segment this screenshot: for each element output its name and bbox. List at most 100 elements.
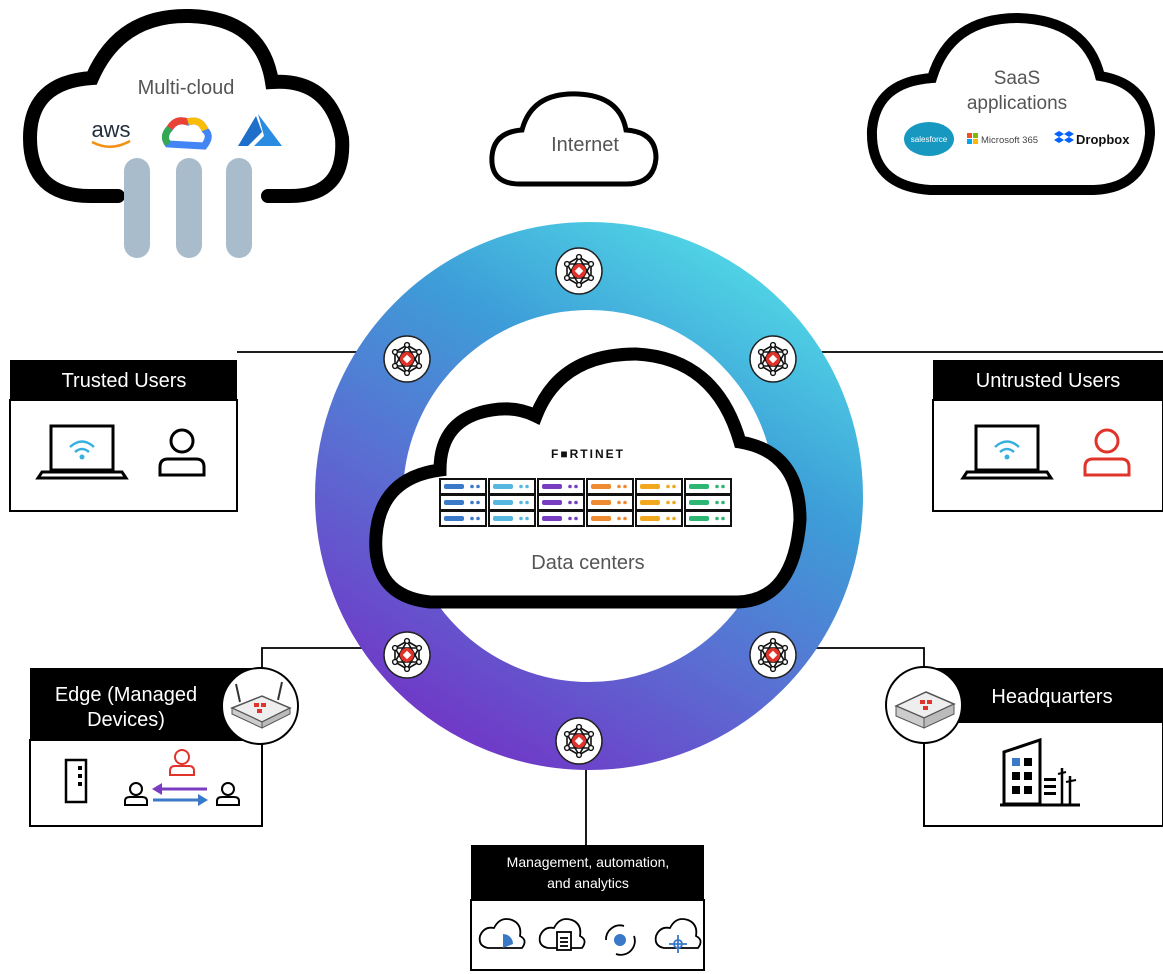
internet-cloud: Internet (489, 91, 659, 187)
router-icon (221, 667, 299, 745)
server-unit-led (715, 500, 719, 505)
dropbox-logo-icon: Dropbox (1054, 131, 1130, 147)
server-unit-led (715, 516, 719, 521)
server-unit-led (666, 500, 670, 505)
connector-lines (237, 351, 1163, 845)
server-unit-led (568, 516, 572, 521)
aws-logo-icon: aws (91, 117, 131, 148)
server-unit-led (519, 500, 523, 505)
server-unit-led (721, 484, 725, 489)
saas-cloud: SaaS applications salesforce Microsoft 3… (866, 12, 1156, 195)
salesforce-logo-icon: salesforce (904, 122, 954, 156)
saas-label-line1: SaaS (994, 68, 1040, 89)
server-rack (439, 478, 732, 527)
internet-label: Internet (551, 134, 619, 156)
cloud-pillar (176, 158, 202, 258)
security-fabric-icon (749, 335, 797, 383)
cloud-document-icon (538, 918, 586, 951)
user-icon (216, 782, 240, 806)
server-unit-indicator (640, 484, 660, 489)
cloud-pillar (226, 158, 252, 258)
server-unit-led (721, 500, 725, 505)
security-fabric-icon (383, 335, 431, 383)
server-unit-indicator (493, 500, 513, 505)
server-unit-led (666, 516, 670, 521)
cloud-pillar (124, 158, 150, 258)
server-unit-led (574, 484, 578, 489)
management-panel: Management, automation, and analytics (470, 845, 705, 971)
server-unit-led (672, 516, 676, 521)
google-cloud-logo-icon (161, 117, 212, 150)
multi-cloud-label: Multi-cloud (138, 77, 235, 99)
edge-title-line2: Devices) (87, 709, 165, 731)
server-unit-led (617, 484, 621, 489)
server-unit-led (574, 500, 578, 505)
cloud-analytics-icon (478, 918, 526, 949)
server-unit-led (476, 484, 480, 489)
security-fabric-icon (555, 247, 603, 295)
server-unit-led (623, 516, 627, 521)
edge-panel: Edge (Managed Devices) (29, 667, 299, 827)
svg-text:Dropbox: Dropbox (1076, 132, 1130, 147)
server-unit-indicator (542, 500, 562, 505)
data-centers-label: Data centers (531, 552, 644, 574)
svg-text:Microsoft 365: Microsoft 365 (981, 135, 1038, 146)
data-center-cloud: F■RTINET Data centers (369, 347, 807, 609)
svg-text:aws: aws (91, 117, 130, 142)
management-title-line1: Management, automation, (507, 854, 670, 870)
server-unit-led (525, 500, 529, 505)
server-unit-led (666, 484, 670, 489)
server-unit-led (672, 500, 676, 505)
server-unit-led (568, 484, 572, 489)
user-icon (124, 782, 148, 806)
server-unit-led (574, 516, 578, 521)
untrusted-users-title: Untrusted Users (976, 370, 1121, 392)
server-unit-led (721, 516, 725, 521)
user-icon (169, 749, 195, 776)
server-unit-indicator (591, 516, 611, 521)
server-unit-indicator (542, 484, 562, 489)
trusted-users-title: Trusted Users (62, 370, 187, 392)
server-unit-indicator (444, 484, 464, 489)
server-unit-led (476, 500, 480, 505)
trusted-users-panel: Trusted Users (9, 360, 238, 512)
management-title-line2: and analytics (547, 875, 629, 891)
server-unit-indicator (542, 516, 562, 521)
server-unit-led (617, 500, 621, 505)
server-unit-indicator (493, 484, 513, 489)
server-unit-indicator (689, 484, 709, 489)
headquarters-panel: Headquarters (885, 666, 1163, 827)
server-unit-led (470, 484, 474, 489)
server-unit-indicator (689, 516, 709, 521)
microsoft-365-logo-icon: Microsoft 365 (967, 133, 1038, 146)
laptop-wifi-icon (35, 424, 129, 480)
server-unit-led (470, 500, 474, 505)
traffic-arrows-icon (152, 783, 208, 806)
server-unit-indicator (493, 516, 513, 521)
server-unit-indicator (591, 484, 611, 489)
server-unit-led (568, 500, 572, 505)
server-unit-indicator (591, 500, 611, 505)
azure-logo-icon (238, 114, 282, 146)
headquarters-title: Headquarters (991, 686, 1112, 708)
server-unit-led (470, 516, 474, 521)
server-unit-led (519, 516, 523, 521)
security-fabric-icon (383, 631, 431, 679)
server-unit-indicator (640, 500, 660, 505)
fortinet-logo: F■RTINET (551, 447, 625, 461)
edge-title-line1: Edge (Managed (55, 684, 197, 706)
saas-label-line2: applications (967, 93, 1067, 114)
server-unit-indicator (444, 516, 464, 521)
office-building-icon (1000, 737, 1080, 807)
building-tower-icon (64, 758, 88, 804)
automation-gear-icon (605, 924, 636, 956)
server-unit-indicator (444, 500, 464, 505)
server-unit-led (476, 516, 480, 521)
untrusted-users-panel: Untrusted Users (932, 360, 1163, 512)
server-unit-led (715, 484, 719, 489)
security-fabric-icon (749, 631, 797, 679)
server-unit-indicator (640, 516, 660, 521)
firewall-appliance-icon (885, 666, 963, 744)
server-unit-led (672, 484, 676, 489)
